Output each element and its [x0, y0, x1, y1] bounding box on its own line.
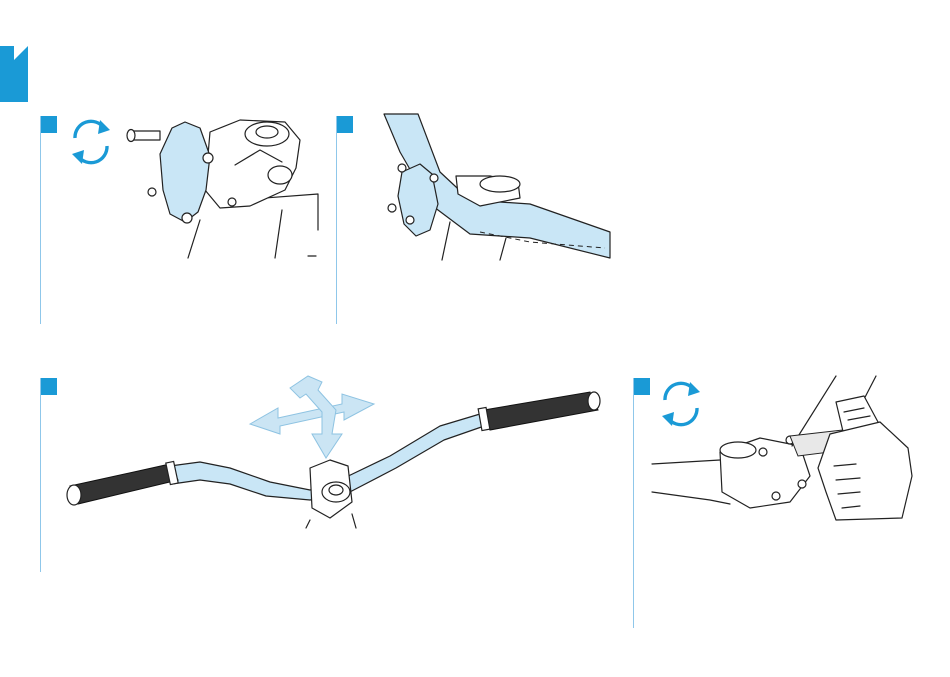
step-4-illustration — [650, 372, 920, 532]
step-1-illustration — [60, 110, 330, 270]
bolt-icon — [127, 130, 160, 142]
hand — [818, 422, 912, 520]
rotate-icon — [662, 382, 700, 426]
right-grip — [478, 392, 600, 431]
step-4-divider — [633, 378, 634, 628]
step-3-marker — [40, 378, 57, 395]
step-4-marker — [633, 378, 650, 395]
section-tab — [0, 46, 28, 102]
left-grip — [67, 461, 178, 505]
step-1-marker — [40, 116, 57, 133]
step-1-divider — [40, 116, 41, 324]
step-3-divider — [40, 378, 41, 572]
step-2-illustration — [380, 112, 620, 262]
rotate-icon — [72, 120, 110, 164]
step-3-illustration — [60, 372, 620, 532]
step-2-marker — [336, 116, 353, 133]
adjust-arrows-icon — [250, 376, 374, 458]
step-2-divider — [336, 116, 337, 324]
